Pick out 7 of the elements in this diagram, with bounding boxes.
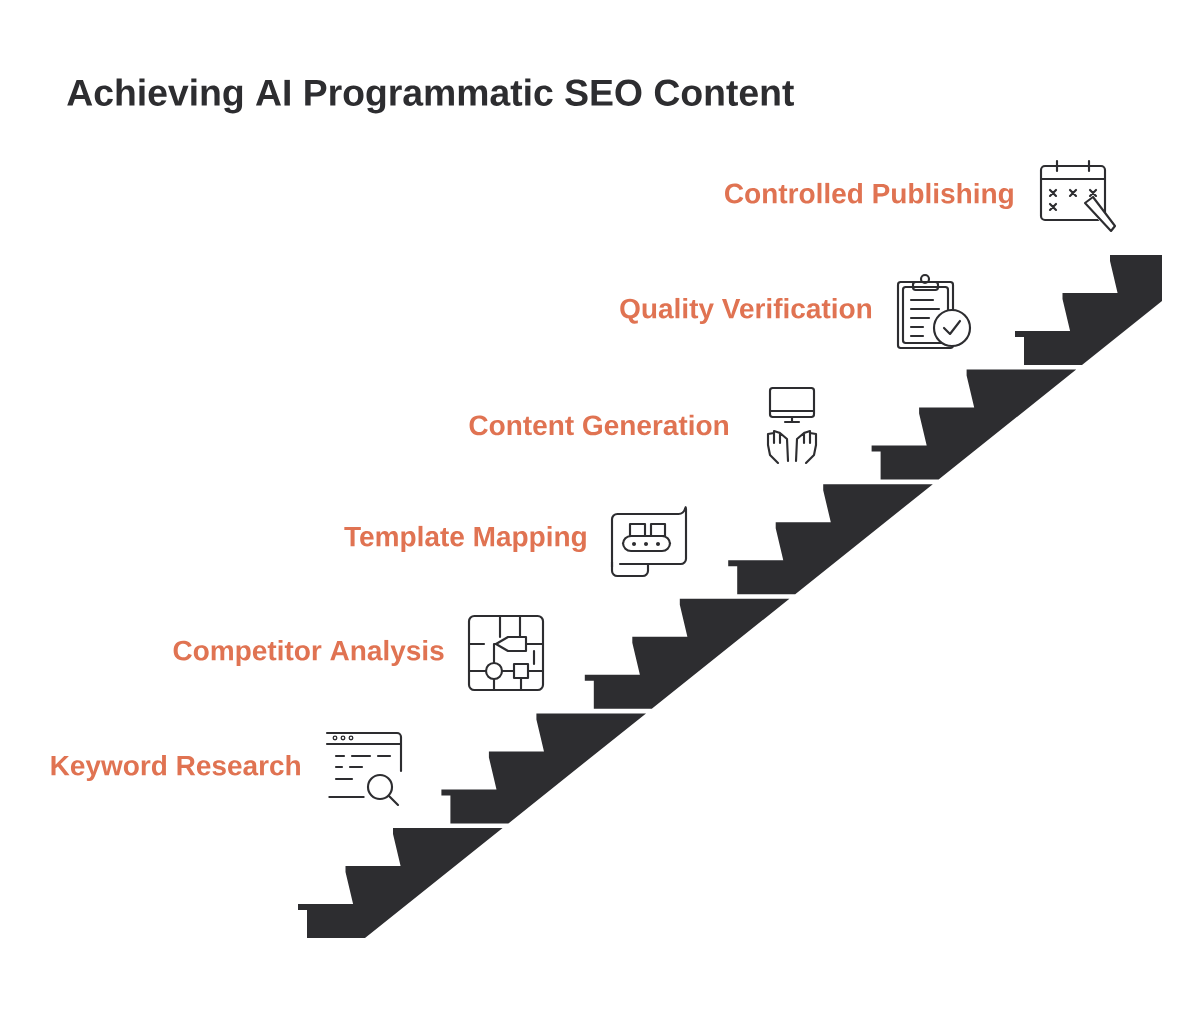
step-label: Quality Verification	[620, 297, 871, 325]
step-label: Controlled Publishing	[725, 182, 1013, 210]
title: Achieving AI Programmatic SEO Content	[67, 78, 794, 114]
step-label: Keyword Research	[51, 754, 300, 782]
step-label: Competitor Analysis	[173, 639, 444, 667]
step-label: Content Generation	[469, 414, 728, 436]
step-label: Template Mapping	[344, 525, 586, 553]
